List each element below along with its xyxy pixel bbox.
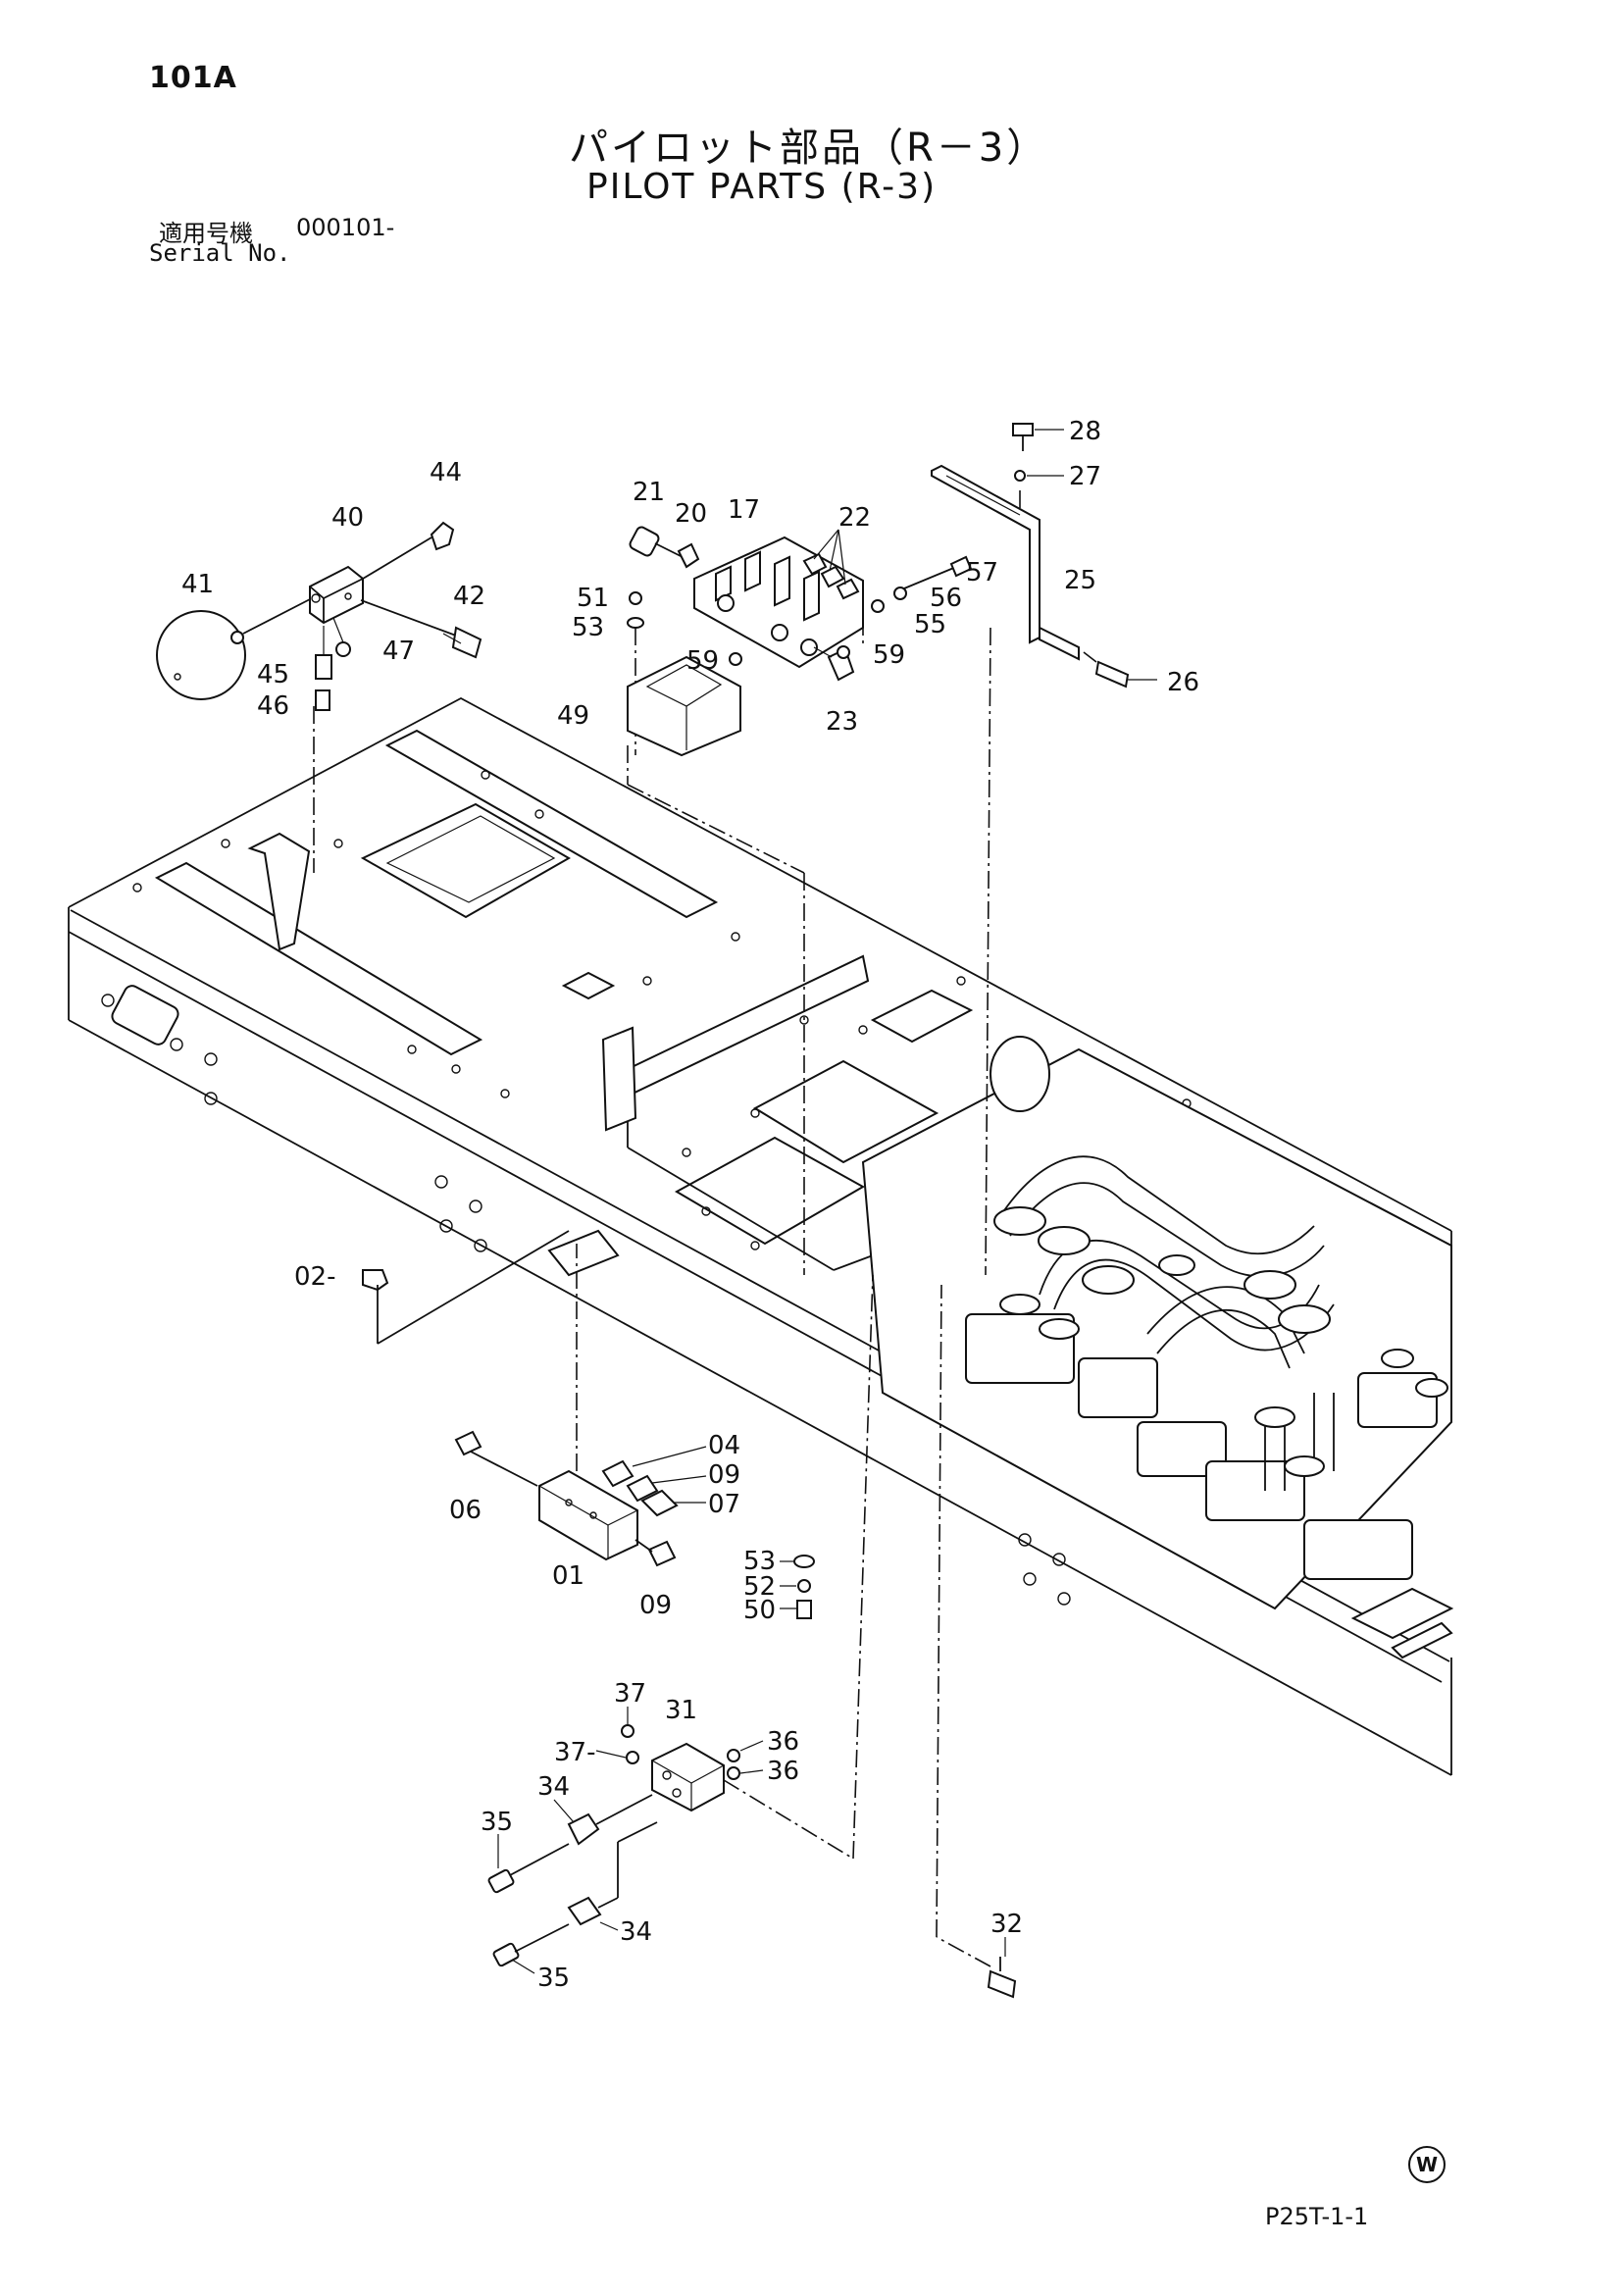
bolt-stack-50-52-53 — [780, 1555, 815, 1619]
valve-block-31 — [651, 1742, 725, 1812]
fitting-45 — [315, 654, 332, 680]
plug-47 — [335, 641, 351, 657]
bracket-49 — [627, 655, 741, 757]
callout-17: 17 — [728, 495, 760, 525]
callout-47: 47 — [382, 637, 415, 666]
callout-25: 25 — [1064, 566, 1096, 595]
fitting-20 — [677, 542, 700, 569]
bolt-28 — [1012, 423, 1034, 436]
callout-27: 27 — [1069, 462, 1101, 491]
callout-02: 02- — [294, 1262, 335, 1292]
callout-06: 06 — [449, 1496, 482, 1525]
fitting-06 — [454, 1430, 482, 1456]
page-title-english: PILOT PARTS (R-3) — [586, 167, 938, 207]
pilot-valve-group — [627, 526, 973, 1275]
callout-59-left: 59 — [686, 646, 719, 676]
callout-31: 31 — [665, 1696, 697, 1725]
callout-35-upper: 35 — [481, 1808, 513, 1837]
serial-label-english: Serial No. — [149, 239, 291, 267]
w-mark-symbol: W — [1408, 2146, 1446, 2183]
callout-labels: 28 27 44 40 21 20 17 22 57 25 41 42 51 5… — [181, 417, 1199, 1993]
callout-49: 49 — [557, 701, 589, 731]
callout-44: 44 — [430, 458, 462, 487]
callout-32: 32 — [990, 1910, 1023, 1939]
callout-07: 07 — [708, 1490, 740, 1519]
callout-51: 51 — [577, 584, 609, 613]
callout-35-lower: 35 — [537, 1964, 570, 1993]
callout-20: 20 — [675, 499, 707, 529]
callout-41: 41 — [181, 570, 214, 599]
fitting-46 — [315, 689, 330, 711]
serial-number-value: 000101- — [296, 214, 395, 241]
callout-57: 57 — [966, 558, 998, 587]
callout-09-upper: 09 — [708, 1460, 740, 1490]
callout-37-lower: 37- — [554, 1738, 595, 1767]
adapter-34-upper — [567, 1812, 600, 1846]
valve-31-group — [487, 1274, 874, 1974]
accumulator-41 — [156, 610, 246, 700]
valve-01-group — [362, 1230, 707, 1567]
callout-23: 23 — [826, 707, 858, 737]
bolt-02 — [362, 1269, 389, 1292]
hydraulic-piping-assembly — [861, 989, 1454, 1659]
callout-53-upper: 53 — [572, 613, 604, 642]
callout-53-lower: 53 — [743, 1547, 776, 1576]
serial-label-japanese: 適用号機 — [159, 220, 253, 247]
callout-42: 42 — [453, 582, 485, 611]
accumulator-group — [156, 521, 482, 873]
callout-37-upper: 37 — [614, 1679, 646, 1709]
callout-56: 56 — [930, 584, 962, 613]
page-code: 101A — [149, 61, 237, 95]
callout-28: 28 — [1069, 417, 1101, 446]
bracket-25 — [931, 464, 1040, 644]
bracket-25-group — [931, 423, 1157, 1276]
callout-34-lower: 34 — [620, 1917, 652, 1947]
callout-59-right: 59 — [873, 640, 905, 670]
valve-block-01 — [538, 1469, 638, 1561]
bolt-42 — [451, 626, 482, 659]
callout-09-lower: 09 — [639, 1591, 672, 1620]
callout-46: 46 — [257, 691, 289, 721]
callout-34-upper: 34 — [537, 1772, 570, 1802]
fitting-44 — [430, 521, 455, 551]
callout-01: 01 — [552, 1561, 584, 1591]
page-title-japanese: パイロット部品（R－3） — [569, 126, 1049, 171]
callout-36-upper: 36 — [767, 1727, 799, 1757]
callout-40: 40 — [331, 503, 364, 533]
bolt-32 — [936, 1284, 1017, 1999]
callout-50: 50 — [743, 1596, 776, 1625]
callout-52: 52 — [743, 1572, 776, 1602]
callout-22: 22 — [838, 503, 871, 533]
callout-55: 55 — [914, 610, 946, 639]
fitting-21 — [629, 526, 660, 557]
adapter-34-lower — [567, 1896, 602, 1926]
callout-36-lower: 36 — [767, 1757, 799, 1786]
callout-26: 26 — [1167, 668, 1199, 697]
callout-04: 04 — [708, 1431, 740, 1460]
callout-21: 21 — [633, 478, 665, 507]
sheet-code: P25T-1-1 — [1265, 2203, 1369, 2230]
callout-45: 45 — [257, 660, 289, 689]
